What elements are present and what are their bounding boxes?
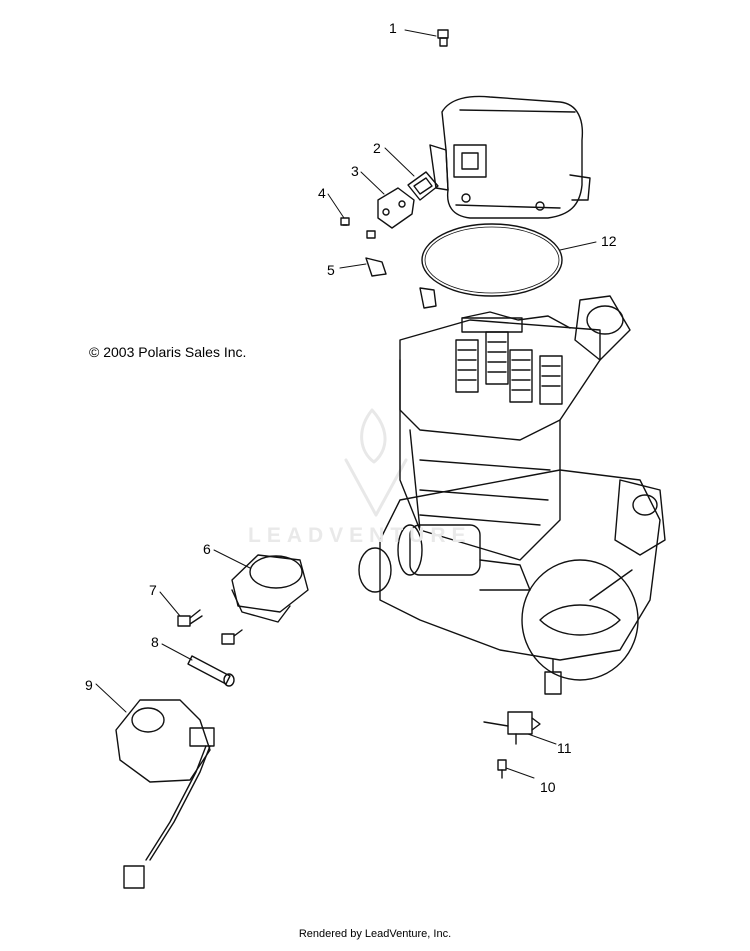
watermark-logo-icon — [344, 408, 408, 517]
part-3-housing-icon — [377, 187, 415, 229]
callout-9: 9 — [85, 677, 93, 693]
part-8-pin-icon — [187, 655, 235, 687]
part-4-screw-icon — [340, 217, 376, 239]
callout-5: 5 — [327, 262, 335, 278]
engine-block-icon — [358, 295, 666, 695]
callout-3: 3 — [351, 163, 359, 179]
valve-springs-icon — [455, 331, 563, 405]
part-11-sensor-icon — [483, 711, 541, 745]
callout-4: 4 — [318, 185, 326, 201]
part-5-fitting-icon — [365, 257, 437, 309]
callout-11: 11 — [557, 740, 572, 756]
valve-cover-icon — [429, 95, 591, 219]
leader-lines — [95, 29, 597, 779]
part-12-oring-icon — [421, 223, 563, 297]
callout-10: 10 — [540, 779, 556, 795]
part-6-intake-boot-icon — [231, 554, 309, 623]
part-9-throttle-body-icon — [115, 699, 215, 889]
footer-credit: Rendered by LeadVenture, Inc. — [298, 928, 452, 940]
callout-6: 6 — [203, 541, 211, 557]
callout-8: 8 — [151, 634, 159, 650]
part-10-bolt-icon — [497, 759, 507, 779]
watermark-text: LEADVENTURE — [248, 524, 472, 547]
copyright-text: © 2003 Polaris Sales Inc. — [89, 344, 247, 360]
callout-1: 1 — [389, 20, 397, 36]
part-7-bolt-icon — [177, 609, 243, 645]
part-2-gasket-icon — [407, 171, 439, 201]
callout-2: 2 — [373, 140, 381, 156]
callout-12: 12 — [601, 233, 617, 249]
callout-7: 7 — [149, 582, 157, 598]
part-1-bolt-icon — [437, 29, 449, 47]
